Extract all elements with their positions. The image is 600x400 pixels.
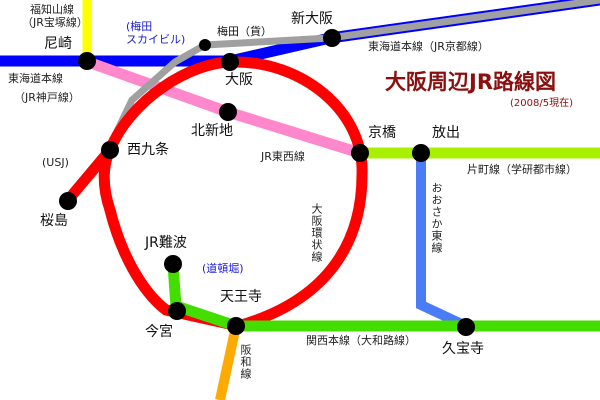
station-dot-shin-osaka[interactable] bbox=[323, 29, 341, 47]
station-label-hanaten: 放出 bbox=[432, 125, 460, 141]
kansai-main-line bbox=[167, 264, 600, 332]
station-label-jr-namba: JR難波 bbox=[145, 235, 187, 251]
line-label-katamachi: 片町線（学研都市線） bbox=[467, 163, 577, 176]
station-dot-amagasaki[interactable] bbox=[78, 52, 96, 70]
umeda-freight-line bbox=[104, 0, 600, 152]
annotation-dotonbori: (道頓堀) bbox=[202, 262, 244, 275]
line-label-tokaido-west: 東海道本線 bbox=[8, 72, 63, 85]
station-dot-nishikujo[interactable] bbox=[101, 141, 119, 159]
hanwa-line bbox=[215, 324, 241, 400]
station-dot-kitashinchi[interactable] bbox=[219, 103, 237, 121]
line-label-tokaido-west-alias: （JR神戸線） bbox=[14, 91, 80, 104]
line-label-osaka-loop: 大阪環状線 bbox=[310, 203, 323, 263]
station-dot-kyuhoji[interactable] bbox=[457, 318, 475, 336]
line-label-tozai: JR東西線 bbox=[261, 150, 305, 163]
station-label-imamiya: 今宮 bbox=[145, 324, 173, 340]
osaka-loop-line bbox=[98, 56, 368, 332]
station-label-amagasaki: 尼崎 bbox=[44, 36, 72, 52]
station-label-kyobashi: 京橋 bbox=[368, 125, 396, 141]
line-label-kansai-main: 関西本線（大和路線） bbox=[306, 334, 416, 347]
station-label-kitashinchi: 北新地 bbox=[191, 123, 233, 139]
station-label-tennoji: 天王寺 bbox=[220, 289, 262, 305]
line-label-fukuchiyama-alias: （JR宝塚線） bbox=[22, 16, 88, 29]
map-title: 大阪周辺JR路線図 bbox=[385, 70, 556, 94]
station-label-shin-osaka: 新大阪 bbox=[291, 11, 333, 27]
station-label-sakurajima: 桜島 bbox=[40, 213, 68, 229]
station-dot-osaka[interactable] bbox=[221, 53, 239, 71]
station-dot-jr-namba[interactable] bbox=[164, 255, 182, 273]
station-label-nishikujo: 西九条 bbox=[127, 142, 169, 158]
line-label-hanwa: 阪和線 bbox=[239, 344, 252, 380]
station-dot-tennoji[interactable] bbox=[227, 317, 245, 335]
station-dot-kyobashi[interactable] bbox=[351, 144, 369, 162]
station-dot-umeda-freight[interactable] bbox=[199, 39, 211, 51]
station-label-kyuhoji: 久宝寺 bbox=[442, 341, 484, 357]
sakurajima-line bbox=[63, 146, 115, 204]
annotation-usj: (USJ) bbox=[42, 156, 69, 169]
line-label-tokaido-east: 東海道本線（JR京都線） bbox=[368, 40, 489, 53]
station-dot-imamiya[interactable] bbox=[168, 302, 186, 320]
date-note: (2008/5現在) bbox=[510, 98, 573, 109]
annotation-umeda-sky-1: (梅田 bbox=[126, 20, 153, 33]
line-label-osaka-higashi: おおさか東線 bbox=[430, 182, 443, 254]
line-label-fukuchiyama: 福知山線 bbox=[30, 3, 74, 16]
station-dot-hanaten[interactable] bbox=[412, 144, 430, 162]
station-label-umeda-freight: 梅田（貨） bbox=[217, 25, 272, 38]
annotation-umeda-sky-2: スカイビル) bbox=[126, 33, 186, 46]
station-label-osaka: 大阪 bbox=[225, 72, 253, 88]
osaka-higashi-line bbox=[416, 155, 469, 331]
station-dot-sakurajima[interactable] bbox=[59, 192, 77, 210]
